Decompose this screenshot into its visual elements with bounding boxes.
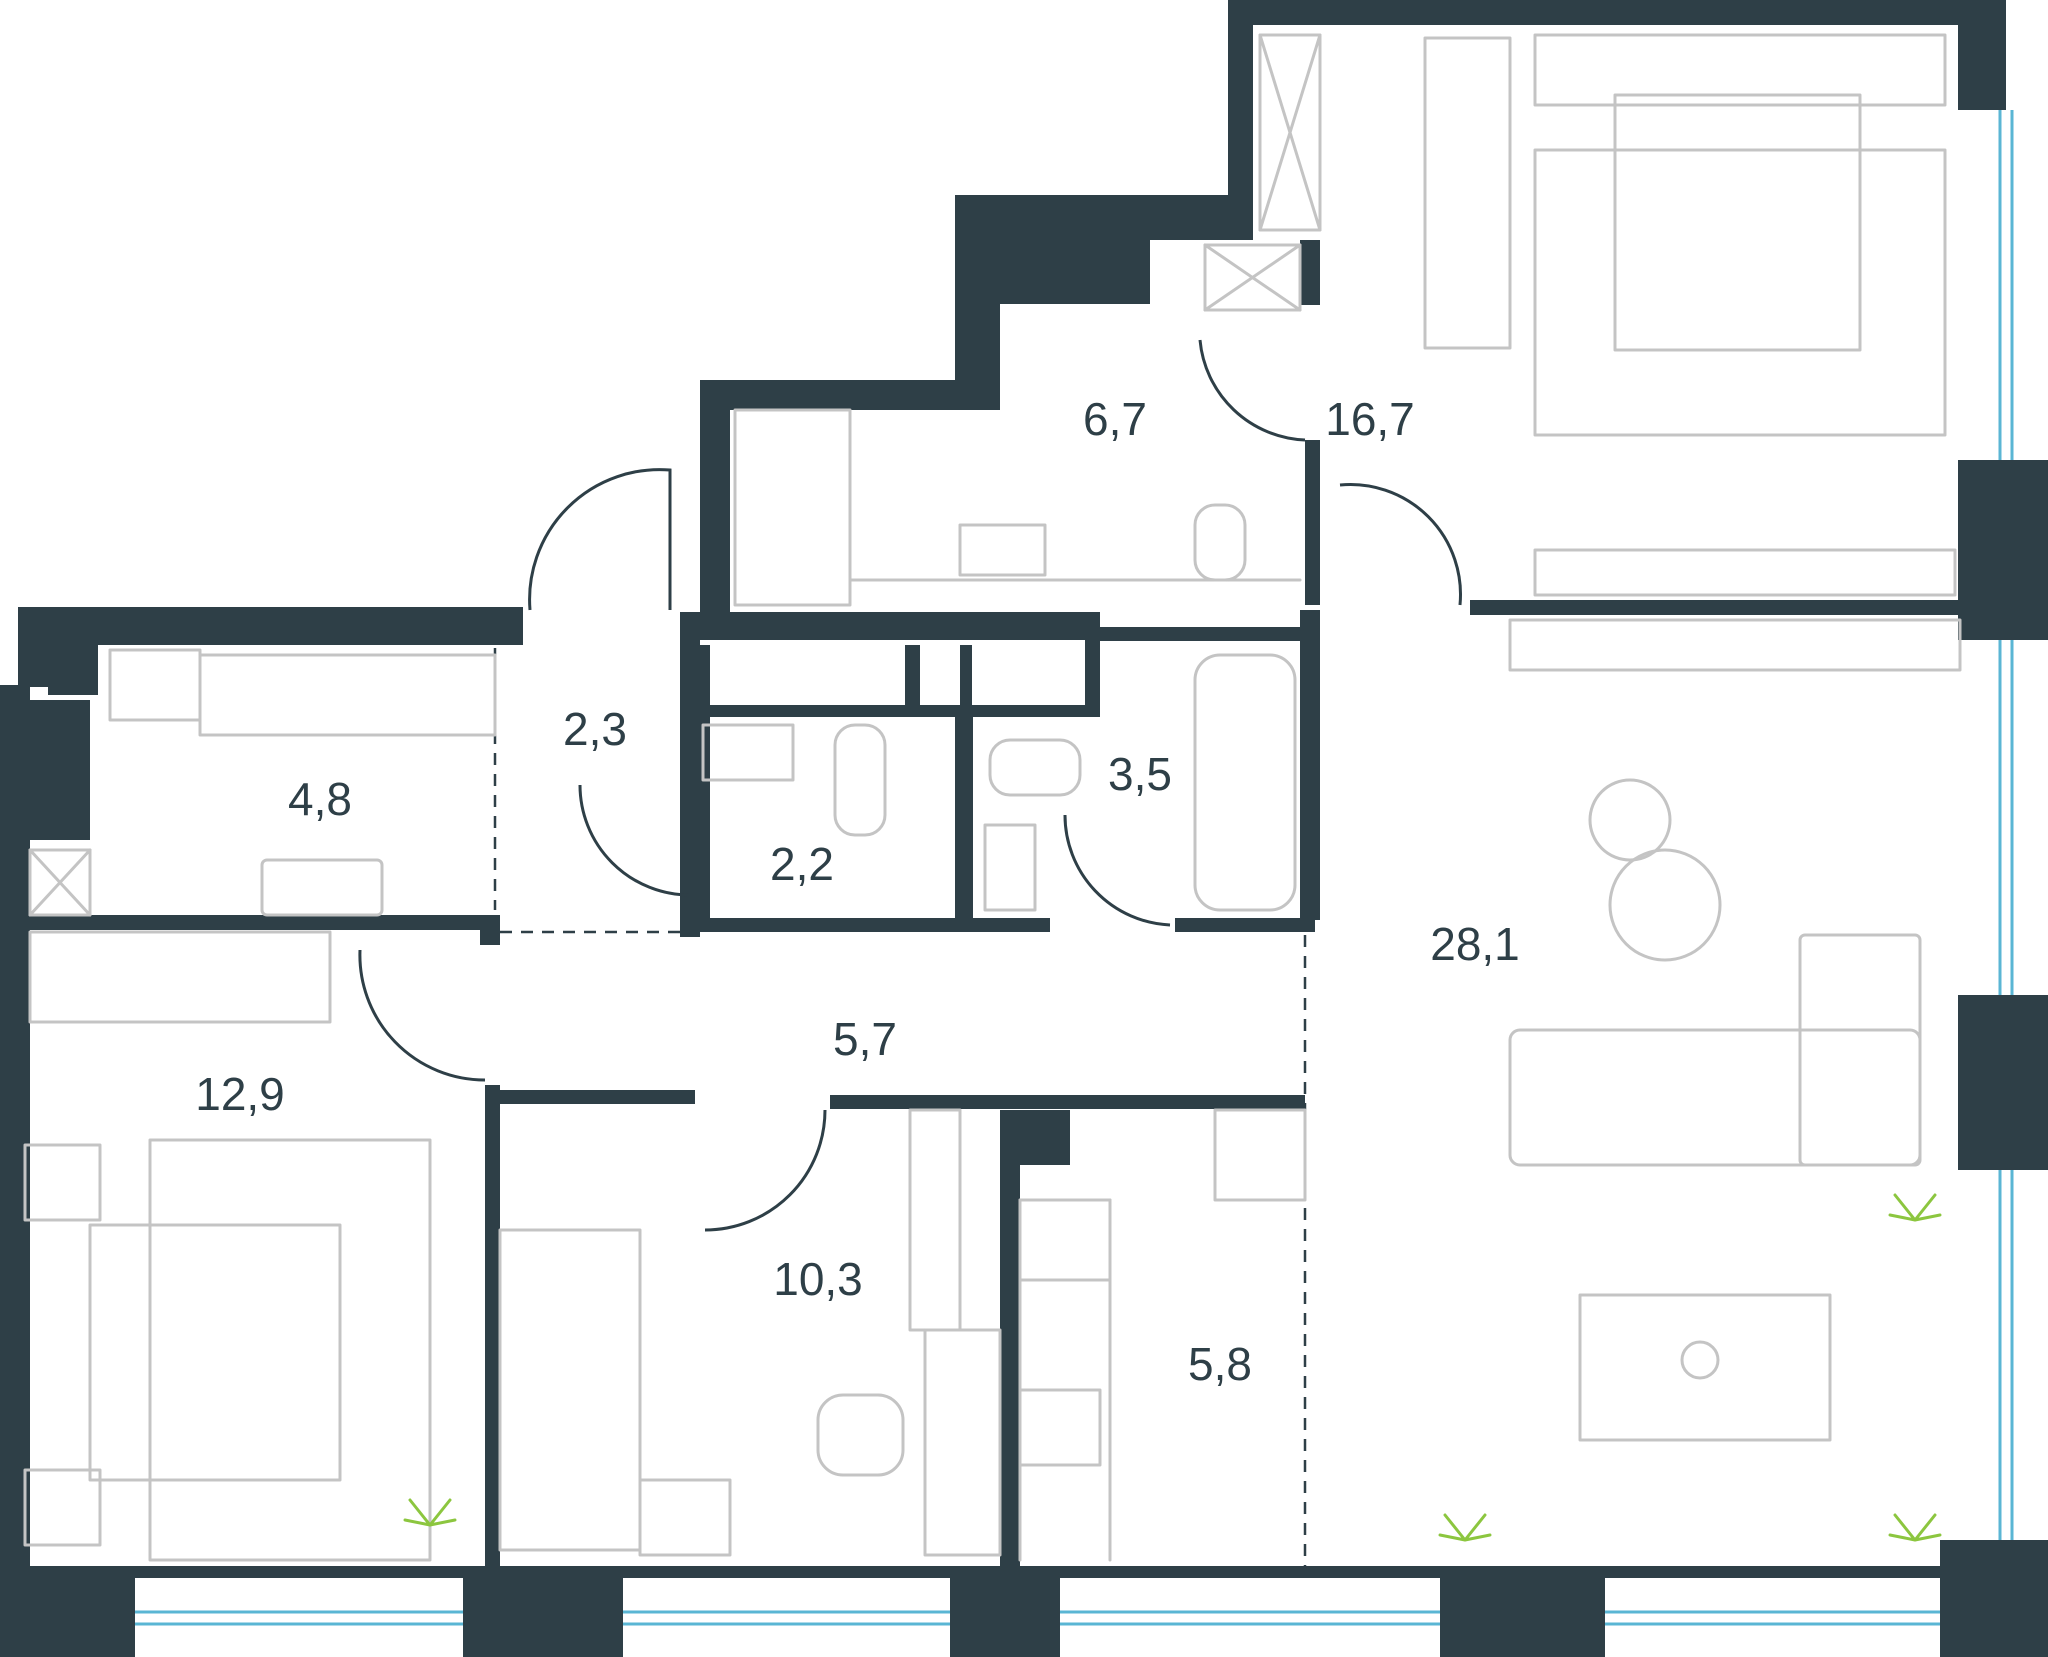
area-label-wardrobe-top: 6,7 xyxy=(1083,393,1147,445)
furniture xyxy=(23,33,1962,1562)
area-label-kitchen: 5,8 xyxy=(1188,1338,1252,1390)
area-label-hall-upper: 2,3 xyxy=(563,703,627,755)
area-labels: 6,7 16,7 2,3 4,8 2,2 3,5 28,1 5,7 12,9 1… xyxy=(195,393,1520,1390)
doors xyxy=(358,339,1462,1232)
area-label-master-bedroom: 16,7 xyxy=(1325,393,1415,445)
area-label-bedroom-left: 12,9 xyxy=(195,1068,285,1120)
area-label-storage: 4,8 xyxy=(288,773,352,825)
area-label-bathroom: 3,5 xyxy=(1108,748,1172,800)
area-label-living-room: 28,1 xyxy=(1430,918,1520,970)
area-label-hall: 5,7 xyxy=(833,1013,897,1065)
area-label-bedroom-middle: 10,3 xyxy=(773,1253,863,1305)
plants xyxy=(403,1193,1942,1542)
area-label-bathroom-small: 2,2 xyxy=(770,838,834,890)
windows xyxy=(135,110,2014,1626)
